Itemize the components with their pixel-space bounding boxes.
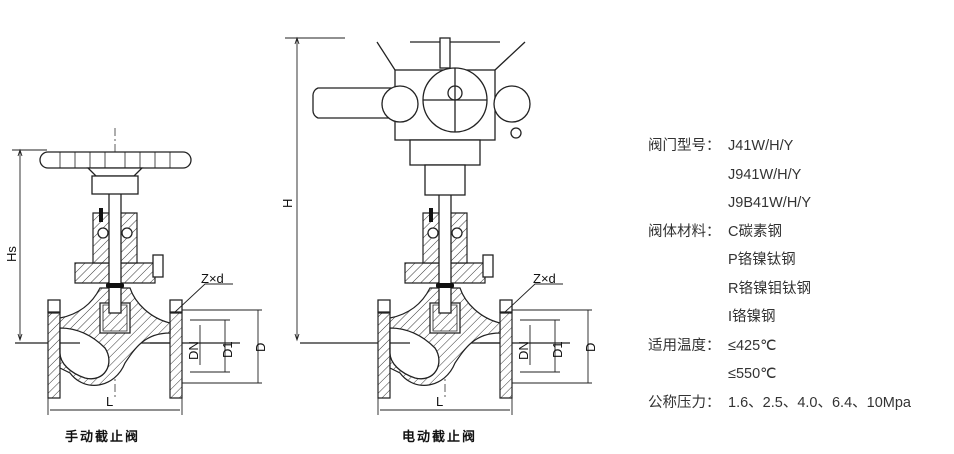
electric-h-label: H (280, 199, 295, 208)
manual-flange-label: Z×d (201, 271, 224, 286)
manual-d1-label: D1 (220, 341, 235, 358)
electric-valve-drawing: H Z×d DN D1 D L 电动截止阀 (280, 36, 598, 445)
manual-dn-label: DN (186, 341, 201, 360)
manual-valve-drawing: Hs Z×d DN D1 D L 手动截止阀 (4, 128, 268, 445)
spec-value: R铬镍钼钛钢 (728, 280, 811, 297)
spec-value: 1.6、2.5、4.0、6.4、10Mpa (728, 394, 911, 411)
spec-key: 适用温度： (648, 337, 721, 354)
electric-d1-label: D1 (550, 341, 565, 358)
electric-l-label: L (436, 394, 443, 409)
manual-hs-label: Hs (4, 246, 19, 262)
spec-pressure: 公称压力： 1.6、2.5、4.0、6.4、10Mpa (648, 389, 911, 418)
electric-dn-label: DN (516, 341, 531, 360)
spec-value: ≤550℃ (728, 366, 777, 382)
spec-model: 阀门型号： J41W/H/Y (648, 132, 911, 161)
electric-flange-label: Z×d (533, 271, 556, 286)
spec-value: J941W/H/Y (728, 166, 802, 183)
manual-l-label: L (106, 394, 113, 409)
spec-value: C碳素钢 (728, 223, 782, 240)
manual-caption: 手动截止阀 (65, 429, 140, 445)
electric-d-label: D (583, 343, 598, 352)
spec-temperature: 适用温度： ≤425℃ (648, 332, 911, 361)
spec-list: 阀门型号： J41W/H/Y J941W/H/Y J9B41W/H/Y 阀体材料：… (648, 132, 911, 417)
spec-key: 阀体材料： (648, 223, 721, 240)
spec-value: J41W/H/Y (728, 138, 794, 154)
spec-value: P铬镍钛钢 (728, 252, 796, 268)
spec-key: 阀门型号： (648, 138, 721, 154)
spec-key: 公称压力： (648, 394, 721, 411)
spec-value: ≤425℃ (728, 337, 777, 354)
spec-value: I铬镍钢 (728, 309, 776, 325)
spec-value: J9B41W/H/Y (728, 195, 811, 211)
manual-d-label: D (253, 343, 268, 352)
spec-material: 阀体材料： C碳素钢 (648, 218, 911, 247)
electric-caption: 电动截止阀 (402, 429, 477, 445)
